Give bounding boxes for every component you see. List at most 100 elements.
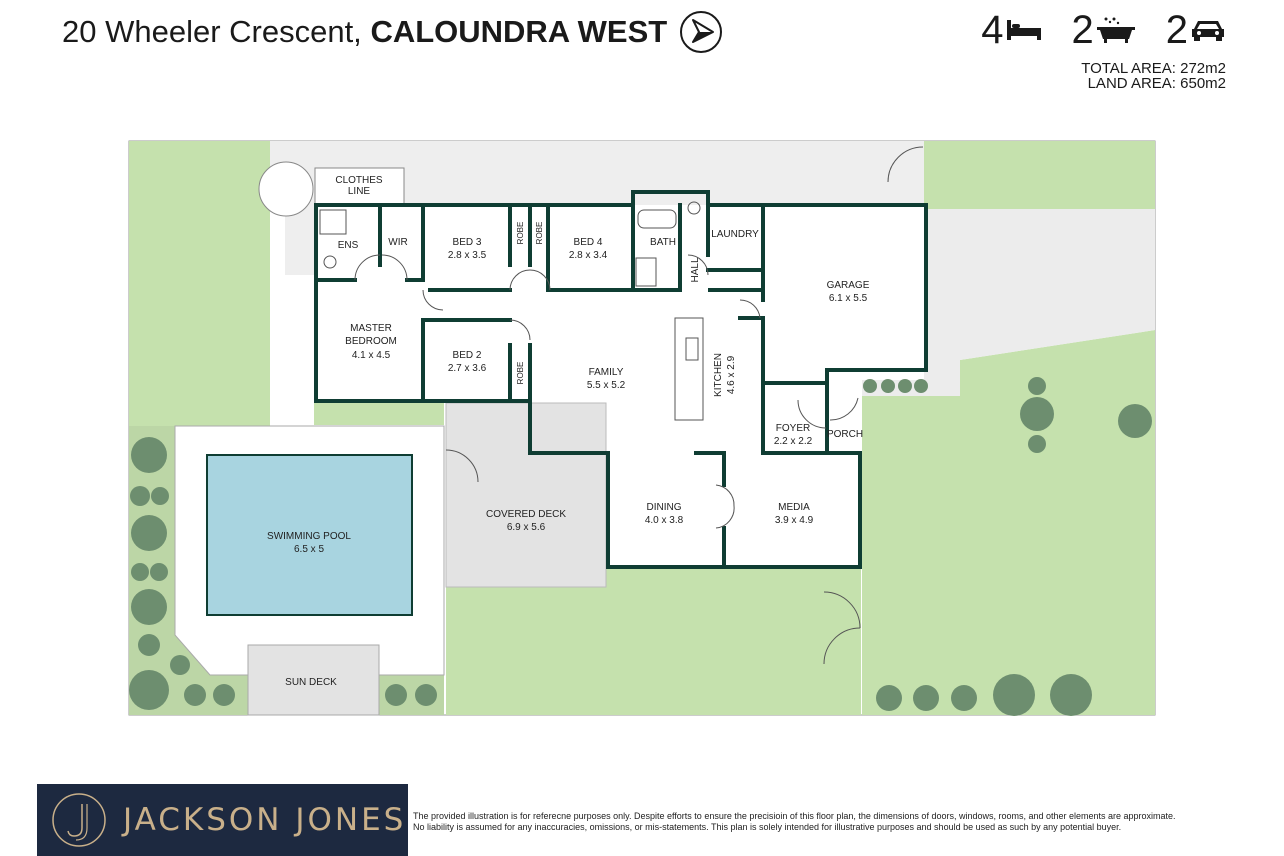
clothes-line (314, 167, 405, 205)
door-swing (381, 254, 408, 281)
door-swing (509, 269, 531, 291)
label-dining-size: 4.0 x 3.8 (645, 515, 684, 526)
label-bath: BATH (650, 237, 676, 248)
ensuite-toilet (323, 255, 337, 269)
tree (130, 486, 150, 506)
label-wir: WIR (388, 237, 407, 248)
label-foyer-size: 2.2 x 2.2 (774, 436, 813, 447)
door-swing (687, 254, 709, 276)
car-stat: 2 (1166, 8, 1226, 53)
tree (150, 563, 168, 581)
street-address: 20 Wheeler Crescent, (62, 14, 362, 49)
label-master-2: BEDROOM (345, 336, 397, 347)
label-family-size: 5.5 x 5.2 (587, 380, 626, 391)
label-bed2-size: 2.7 x 3.6 (448, 363, 487, 374)
shower (635, 257, 657, 287)
disclaimer-line-1: The provided illustration is for referec… (413, 811, 1176, 821)
door-swing (529, 269, 551, 291)
label-garage-size: 6.1 x 5.5 (829, 293, 868, 304)
north-arrow-icon (680, 11, 722, 53)
tree (131, 437, 167, 473)
bedroom-count: 4 (981, 7, 1004, 52)
label-robe-3: ROBE (516, 362, 525, 385)
tree (151, 487, 169, 505)
label-media: MEDIA (778, 502, 810, 513)
tree (913, 685, 939, 711)
area-summary: TOTAL AREA: 272m2 LAND AREA: 650m2 (1081, 61, 1226, 91)
label-ensuite: ENS (338, 240, 359, 251)
label-bed3-size: 2.8 x 3.5 (448, 250, 487, 261)
label-media-size: 3.9 x 4.9 (775, 515, 814, 526)
suburb-name: CALOUNDRA WEST (370, 14, 668, 49)
property-stats: 4 2 2 (951, 8, 1226, 52)
lawn-right (862, 330, 1155, 715)
door-swing (509, 319, 531, 341)
label-clothes-line-2: LINE (348, 186, 371, 197)
tree (415, 684, 437, 706)
brand-banner: JACKSON JONES (37, 784, 408, 856)
land-area: LAND AREA: 650m2 (1087, 75, 1226, 92)
door-swing (354, 254, 381, 281)
label-master-1: MASTER (350, 323, 392, 334)
label-laundry: LAUNDRY (711, 229, 759, 240)
lawn-front-right (924, 141, 1155, 209)
kitchen-bench (674, 317, 704, 421)
toilet (687, 201, 701, 215)
tree (993, 674, 1035, 716)
label-clothes-line: CLOTHES (335, 175, 383, 186)
label-garage: GARAGE (827, 280, 870, 291)
tree (138, 634, 160, 656)
lawn-left (129, 141, 270, 426)
bathroom-count: 2 (1071, 7, 1094, 52)
tree (184, 684, 206, 706)
tree-group (129, 377, 1152, 716)
car-icon (1192, 21, 1224, 41)
label-robe-1: ROBE (516, 222, 525, 245)
brand-name: JACKSON JONES (123, 802, 407, 838)
total-area: TOTAL AREA: 272m2 (1081, 60, 1226, 77)
tree (170, 655, 190, 675)
door-swing (797, 399, 827, 429)
tree (898, 379, 912, 393)
side-lawn-strip (314, 403, 444, 425)
label-foyer: FOYER (776, 423, 810, 434)
door-swing (445, 449, 479, 483)
label-pool-size: 6.5 x 5 (294, 544, 324, 555)
ensuite-shower (319, 209, 347, 235)
tree (131, 515, 167, 551)
tree (1020, 397, 1054, 431)
tree (385, 684, 407, 706)
label-bed4-size: 2.8 x 3.4 (569, 250, 608, 261)
round-table (258, 161, 314, 217)
door-swing (823, 591, 861, 629)
disclaimer: The provided illustration is for referec… (413, 811, 1263, 833)
bathtub (637, 209, 677, 229)
kitchen-sink (685, 337, 699, 361)
label-kitchen: KITCHEN (713, 353, 724, 397)
door-swing (739, 299, 761, 319)
label-bed3: BED 3 (453, 237, 482, 248)
label-hall: HALL (690, 257, 701, 282)
lawn-rear (446, 568, 861, 715)
label-covered-deck-size: 6.9 x 5.6 (507, 522, 546, 533)
label-bed2: BED 2 (453, 350, 482, 361)
tree (876, 685, 902, 711)
tree (863, 379, 877, 393)
sun-deck (247, 644, 380, 716)
door-swing (422, 289, 444, 311)
tree (129, 670, 169, 710)
door-swing (823, 627, 861, 665)
tree (131, 563, 149, 581)
jj-monogram-icon (52, 793, 106, 847)
tree (1028, 435, 1046, 453)
door-swing (829, 397, 859, 421)
house-walls (314, 190, 928, 569)
bedroom-stat: 4 (981, 8, 1041, 53)
label-pool: SWIMMING POOL (267, 531, 351, 542)
label-master-size: 4.1 x 4.5 (352, 350, 391, 361)
label-sun-deck: SUN DECK (285, 677, 337, 688)
label-covered-deck: COVERED DECK (486, 509, 566, 520)
fixtures (319, 146, 924, 665)
label-robe-2: ROBE (535, 222, 544, 245)
